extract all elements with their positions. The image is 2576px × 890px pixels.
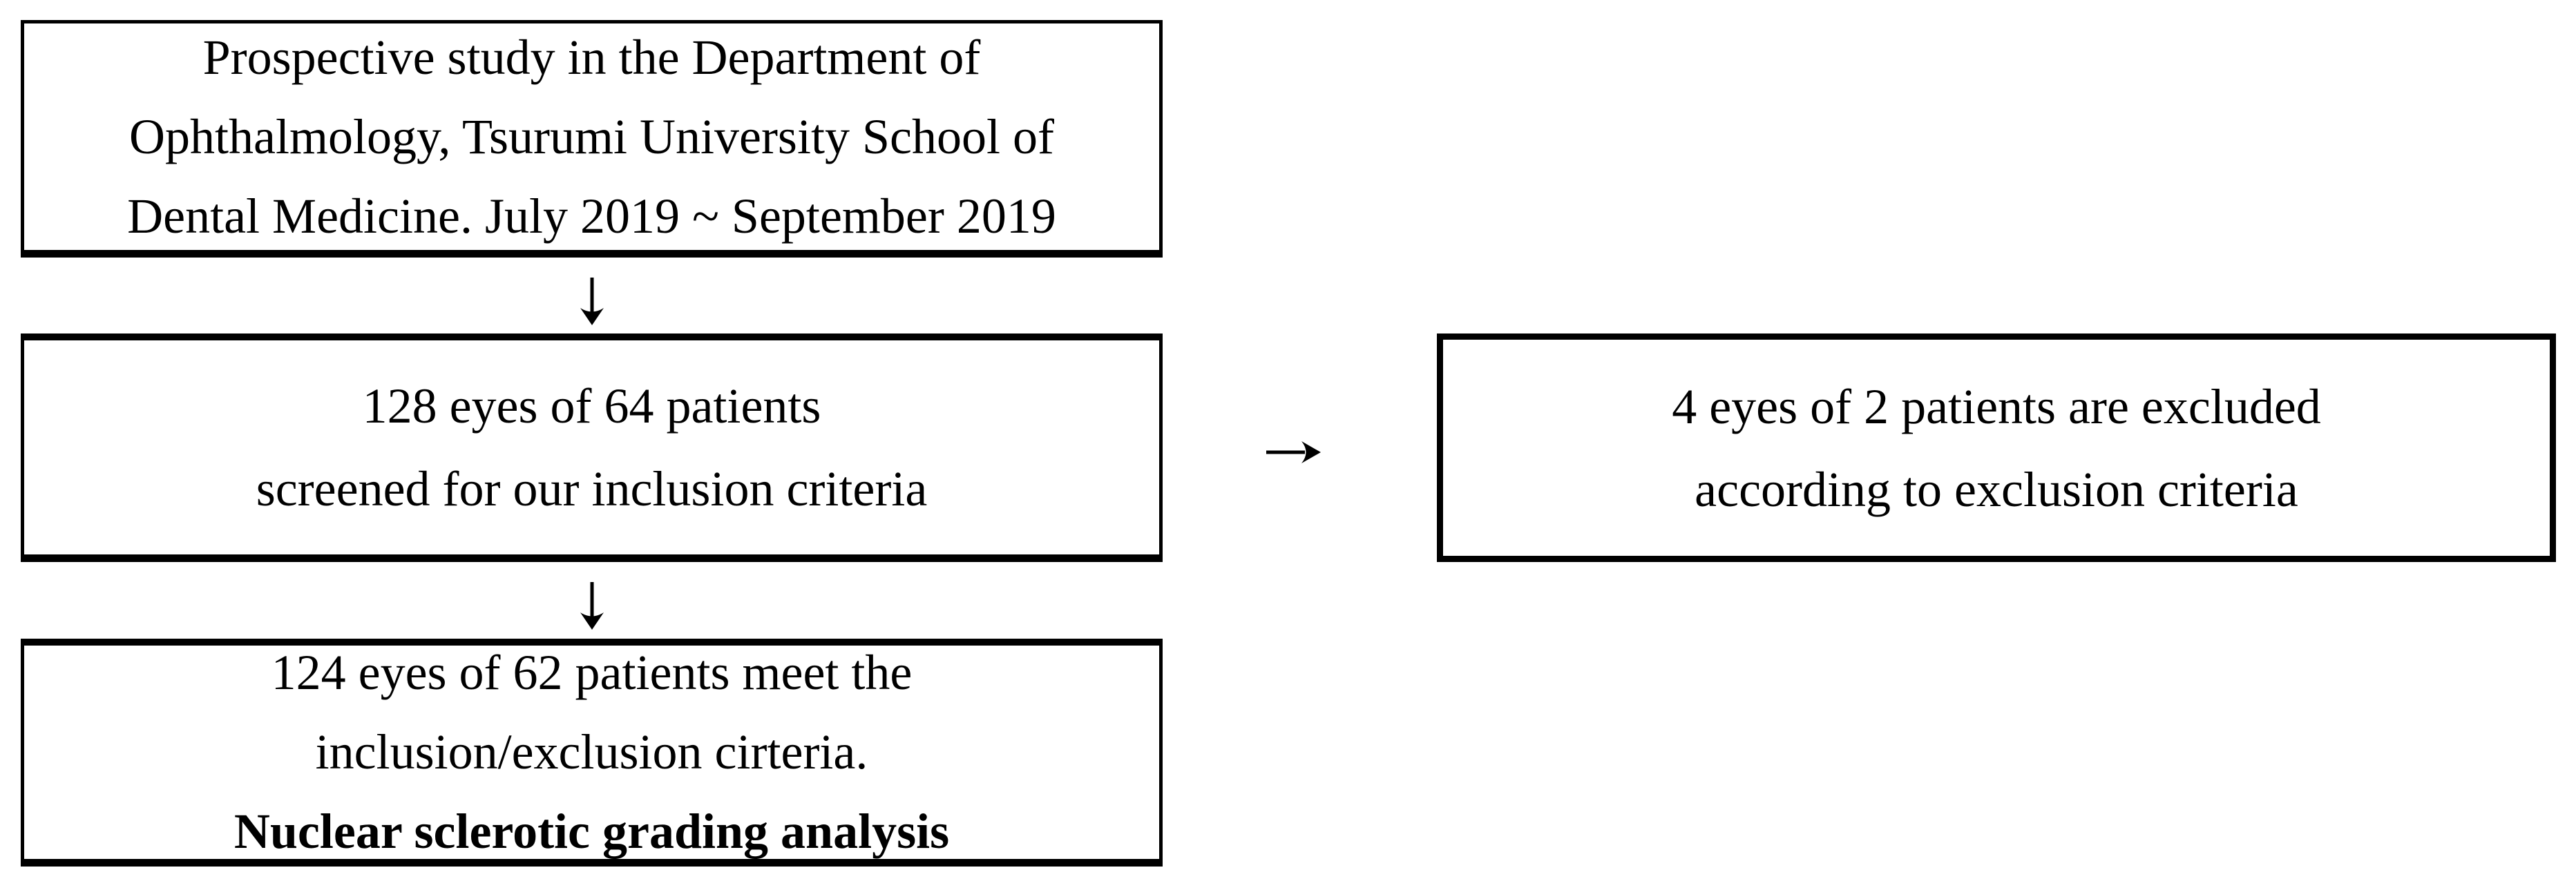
down-arrow-icon [578, 278, 606, 326]
right-arrow-icon [1266, 438, 1322, 466]
outcome-analysis-label: Nuclear sclerotic grading analysis [233, 804, 950, 859]
excluded-line-2: according to exclusion criteria [1695, 461, 2298, 517]
study-line-2: Ophthalmology, Tsurumi University School… [129, 108, 1054, 164]
screened-box: 128 eyes of 64 patients screened for our… [21, 333, 1163, 562]
screened-line-2: screened for our inclusion criteria [256, 461, 928, 516]
outcome-line-1: 124 eyes of 62 patients meet the [271, 645, 913, 700]
study-line-1: Prospective study in the Department of [202, 29, 981, 85]
excluded-line-1: 4 eyes of 2 patients are excluded [1672, 378, 2321, 434]
study-description-box: Prospective study in the Department of O… [21, 20, 1163, 258]
screened-line-1: 128 eyes of 64 patients [362, 378, 821, 434]
excluded-box: 4 eyes of 2 patients are excluded accord… [1437, 333, 2556, 562]
outcome-box: 124 eyes of 62 patients meet the inclusi… [21, 639, 1163, 867]
outcome-line-2: inclusion/exclusion cirteria. [315, 724, 868, 780]
study-line-3: Dental Medicine. July 2019 ~ September 2… [127, 188, 1056, 244]
down-arrow-icon [578, 582, 606, 630]
